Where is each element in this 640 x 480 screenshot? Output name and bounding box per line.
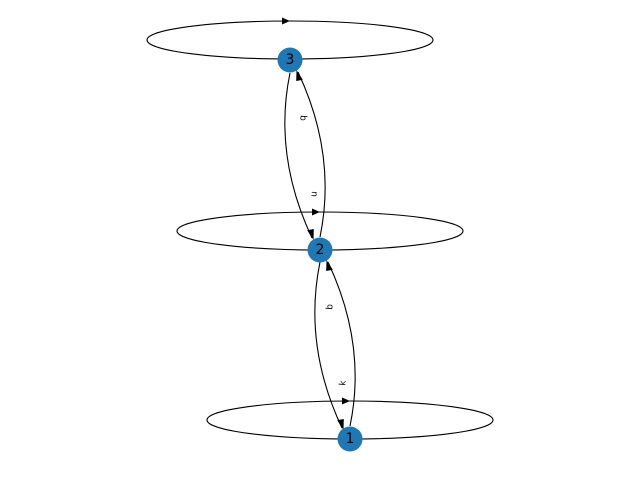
edge-label-b: b xyxy=(297,115,307,122)
arrowhead-icon xyxy=(312,208,320,216)
edge-3-to-2: b xyxy=(284,72,314,240)
edge-2-to-3: u xyxy=(296,70,326,238)
edge-label-k: k xyxy=(338,379,348,386)
node-label: 2 xyxy=(316,242,325,258)
arrowhead-icon xyxy=(307,229,314,240)
arrowhead-icon xyxy=(342,397,350,405)
node-label: 1 xyxy=(346,431,355,447)
node-circle xyxy=(307,237,333,263)
node-label: 3 xyxy=(286,52,295,68)
edge-label-q: q xyxy=(324,304,334,311)
node-1[interactable]: 1 xyxy=(337,426,363,452)
node-circle xyxy=(337,426,363,452)
edge-1-to-2: k xyxy=(326,260,356,427)
edge-2-to-1: q xyxy=(314,261,344,430)
arrowhead-icon xyxy=(337,419,344,430)
arrowhead-icon xyxy=(282,17,290,25)
arrowhead-icon xyxy=(326,260,333,271)
node-2[interactable]: 2 xyxy=(307,237,333,263)
node-circle xyxy=(277,47,303,73)
arrowhead-icon xyxy=(296,70,303,81)
node-3[interactable]: 3 xyxy=(277,47,303,73)
edge-label-u: u xyxy=(309,191,319,198)
